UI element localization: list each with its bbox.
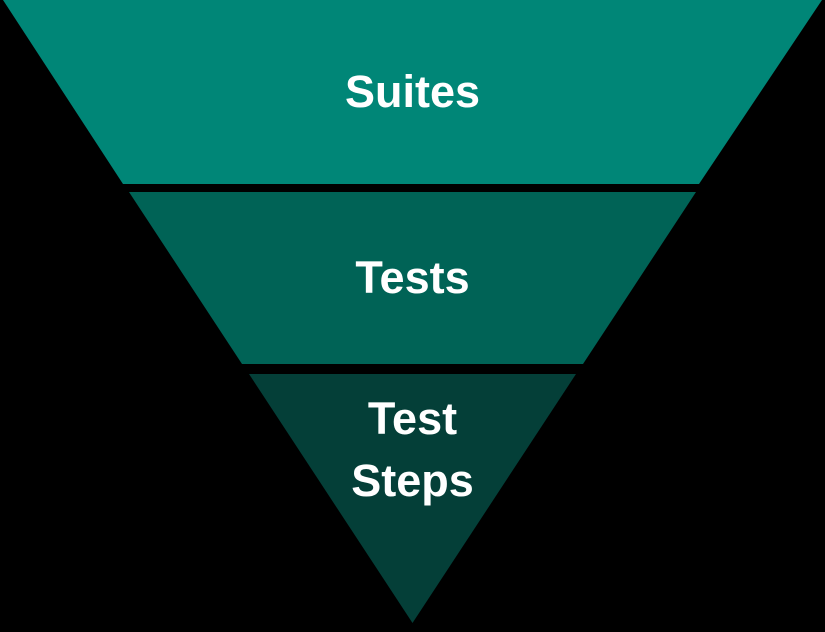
funnel-level-tests: Tests bbox=[129, 192, 696, 364]
test-steps-line-2: Steps bbox=[351, 455, 474, 507]
funnel-level-suites: Suites bbox=[3, 0, 822, 184]
funnel-level-test-steps-label: Test Steps bbox=[351, 388, 474, 512]
test-steps-line-1: Test bbox=[367, 393, 458, 444]
funnel-level-test-steps: Test Steps bbox=[249, 374, 576, 623]
funnel-level-tests-label: Tests bbox=[355, 252, 470, 303]
funnel-level-suites-label: Suites bbox=[344, 66, 481, 117]
